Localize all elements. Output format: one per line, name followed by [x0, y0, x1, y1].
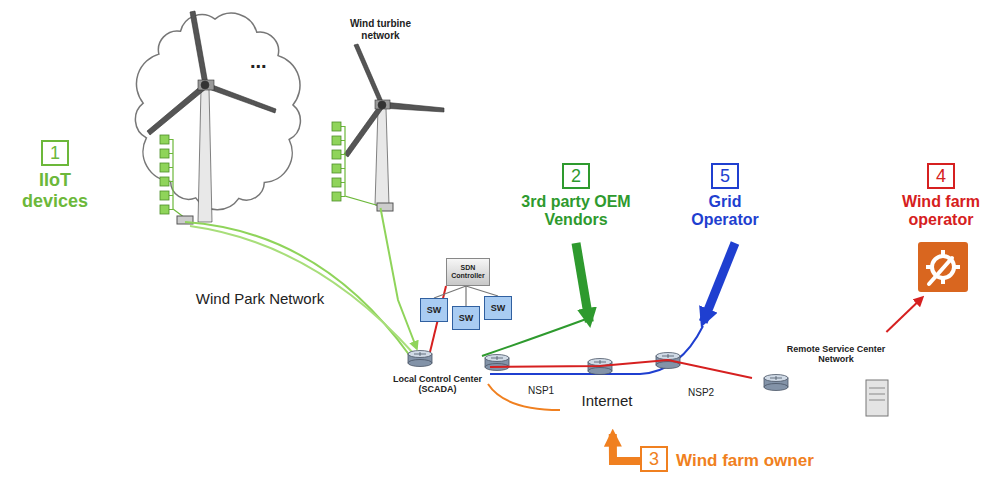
iiot-device: [332, 178, 341, 187]
connector: [490, 360, 752, 378]
device-wire: [169, 181, 173, 182]
wind-turbine: [147, 11, 276, 222]
callout-number: 1: [41, 140, 69, 166]
connector: [576, 243, 589, 322]
internet-cloud: Internet: [462, 322, 797, 434]
iiot-device: [332, 150, 341, 159]
iiot-device: [332, 164, 341, 173]
iiot-device-column: [160, 122, 383, 218]
callout-number: 2: [562, 163, 590, 189]
node-label: IIoT devices: [5, 170, 105, 211]
iiot-device: [160, 191, 169, 200]
callout: 5Grid Operator: [675, 163, 775, 243]
device-wire: [341, 182, 345, 183]
label-slot: ...: [250, 50, 267, 73]
callout-number: 3: [640, 446, 668, 472]
cloud-shape: [302, 14, 460, 205]
iiot-device: [160, 135, 169, 144]
device-wire: [169, 139, 173, 140]
connector: [886, 298, 921, 332]
node-label: Internet: [562, 392, 652, 409]
device-wire: [341, 126, 345, 127]
cloud-outline: [462, 322, 797, 434]
device-wire: [345, 126, 383, 207]
cloud-shape: [75, 165, 565, 435]
device-wire: [341, 140, 345, 141]
node-label: Local Control Center (SCADA): [385, 374, 490, 395]
iiot-device: [160, 205, 169, 214]
device-wire: [341, 154, 345, 155]
iiot-device: [332, 136, 341, 145]
node-label: SDN Controller: [449, 264, 487, 280]
callout: 1IIoT devices: [5, 140, 105, 232]
turbine-switch: [177, 216, 193, 224]
connector: [703, 243, 735, 322]
iiot-device: [160, 177, 169, 186]
node-label: Wind turbine network: [343, 18, 418, 41]
node-label: Remote Service Center Network: [786, 344, 886, 365]
node-label: SW: [491, 303, 506, 313]
turbine-cloud: [135, 13, 300, 209]
traffic-lines: [185, 222, 703, 410]
connector: [613, 434, 640, 461]
operator-icon: [918, 242, 968, 292]
controller-box: SDN Controller: [446, 258, 490, 286]
device-wire: [169, 167, 173, 168]
node-label: Wind farm operator: [893, 193, 989, 230]
iiot-device: [160, 149, 169, 158]
iiot-device: [332, 122, 341, 131]
network-cloud: Wind Park NetworkLocal Control Center (S…: [70, 172, 570, 427]
provider-label: NSP2: [688, 387, 714, 398]
cloud-shape: [761, 333, 911, 429]
provider-label: NSP1: [528, 385, 554, 396]
device-wire: [341, 196, 345, 197]
service-cloud: Remote Service Center Network: [752, 332, 920, 428]
callout: 2 3rd party OEM Vendors: [520, 163, 632, 243]
device-wire: [169, 195, 173, 196]
node-label: Wind farm owner: [676, 451, 814, 471]
label-slot: NSP1: [528, 380, 554, 398]
control-center: Local Control Center (SCADA): [385, 348, 490, 402]
switch-box: SW: [452, 306, 480, 330]
device-wire: [169, 209, 173, 210]
connector: [381, 208, 417, 348]
wind-turbine: [344, 44, 444, 205]
turbine-cloud: Wind turbine network: [298, 8, 463, 208]
switch-box: SW: [420, 298, 448, 322]
turbine-switch: [377, 203, 393, 211]
callout-number: 5: [711, 163, 739, 189]
iiot-device: [160, 163, 169, 172]
cloud-shape: [472, 315, 787, 441]
router-icons: [408, 351, 788, 391]
node-label: Grid Operator: [675, 193, 775, 230]
device-wire: [173, 139, 185, 218]
node-label: SW: [459, 313, 474, 323]
device-wire: [169, 153, 173, 154]
callout: 4Wind farm operator: [893, 163, 989, 298]
callout: 3 Wind farm owner: [640, 446, 814, 476]
label-slot: NSP2: [688, 382, 714, 400]
switch-box: SW: [484, 296, 512, 320]
ellipsis-label: ...: [250, 50, 267, 72]
server-icon: [866, 380, 888, 416]
node-label: 3rd party OEM Vendors: [520, 193, 632, 230]
node-label: SW: [427, 305, 442, 315]
iiot-device: [332, 192, 341, 201]
callout-number: 4: [927, 163, 955, 189]
device-wire: [341, 168, 345, 169]
node-label: Wind Park Network: [160, 290, 360, 307]
